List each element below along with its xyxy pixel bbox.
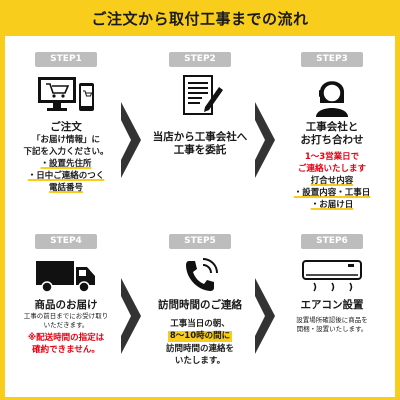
- step-label: STEP1: [35, 52, 97, 67]
- step-text: 訪問時間の連絡を: [165, 344, 234, 354]
- step-card-2: STEP2 当店から工事会社へ 工事を委託: [149, 52, 251, 157]
- step-text: ・お届け日: [310, 200, 354, 210]
- step-title: 訪問時間のご連絡: [158, 299, 242, 311]
- step-text: 電話番号: [48, 183, 83, 193]
- computer-smartphone-cart-icon: [38, 77, 94, 111]
- step-label: STEP4: [35, 234, 97, 249]
- chevron-right-icon: [121, 278, 141, 354]
- step-title: お打ち合わせ: [300, 134, 364, 146]
- step-card-5: STEP5 訪問時間のご連絡 工事当日の朝、 8〜10時の間に 訪問時間の連絡を…: [149, 234, 251, 367]
- step-text: 工事当日の朝、: [170, 319, 230, 329]
- page-title: ご注文から取付工事までの流れ: [91, 10, 309, 28]
- step-title: エアコン設置: [300, 299, 364, 311]
- step-label: STEP3: [301, 52, 363, 67]
- step-title: 工事会社と: [305, 121, 359, 133]
- step-card-4: STEP4 商品のお届け 工事の前日までにお受け取り いただきます。 ※配送時間…: [15, 234, 117, 356]
- step-text: ・日中ご連絡のつく: [27, 171, 105, 181]
- step-text: 打合せ内容: [310, 176, 354, 186]
- step-title: 商品のお届け: [34, 299, 98, 311]
- step-text: 8〜10時の間に: [167, 331, 233, 342]
- step-text: いただきます。: [43, 321, 89, 329]
- air-conditioner-icon: [302, 260, 362, 292]
- chevron-right-icon: [121, 102, 141, 178]
- step-text: 工事の前日までにお受け取り: [23, 312, 109, 320]
- step-text: ・設置先住所: [40, 159, 92, 169]
- step-card-6: STEP6 エアコン設置 設置場所確認後に商品を 開梱・設置いたします。: [281, 234, 383, 334]
- step-text: いたします。: [174, 356, 226, 366]
- delivery-truck-icon: [36, 261, 95, 293]
- document-pen-icon: [183, 75, 223, 115]
- step-label: STEP2: [169, 52, 231, 67]
- step-text: 「お届け情報」に: [31, 135, 100, 145]
- step-notice: 1〜3営業日で: [304, 152, 360, 162]
- step-notice: ※配送時間の指定は: [27, 333, 105, 343]
- step-card-1: STEP1 ご注文 「お届け情報」に 下記を入力ください。 ・設置先住所 ・日中…: [15, 52, 117, 194]
- step-text: 開梱・設置いたします。: [296, 325, 368, 333]
- chevron-right-icon: [255, 278, 275, 354]
- step-title: ご注文: [50, 121, 82, 133]
- step-text: 下記を入力ください。: [23, 147, 109, 157]
- step-title: 当店から工事会社へ: [152, 131, 248, 143]
- step-title: 工事を委託: [173, 144, 227, 156]
- phone-call-icon: [186, 258, 218, 291]
- step-notice: ご連絡いたします: [297, 164, 366, 174]
- step-text: 設置場所確認後に商品を: [296, 316, 368, 324]
- step-notice: 確約できません。: [32, 345, 100, 355]
- step-card-3: STEP3 工事会社と お打ち合わせ 1〜3営業日で ご連絡いたします 打合せ内…: [281, 52, 383, 211]
- step-label: STEP5: [169, 234, 231, 249]
- chevron-right-icon: [255, 102, 275, 178]
- operator-headset-icon: [316, 81, 348, 117]
- step-text: ・設置内容・工事日: [293, 188, 371, 198]
- flow-panel: STEP1 ご注文 「お届け情報」に 下記を入力ください。 ・設置先住所 ・日中…: [5, 36, 395, 397]
- step-label: STEP6: [301, 234, 363, 249]
